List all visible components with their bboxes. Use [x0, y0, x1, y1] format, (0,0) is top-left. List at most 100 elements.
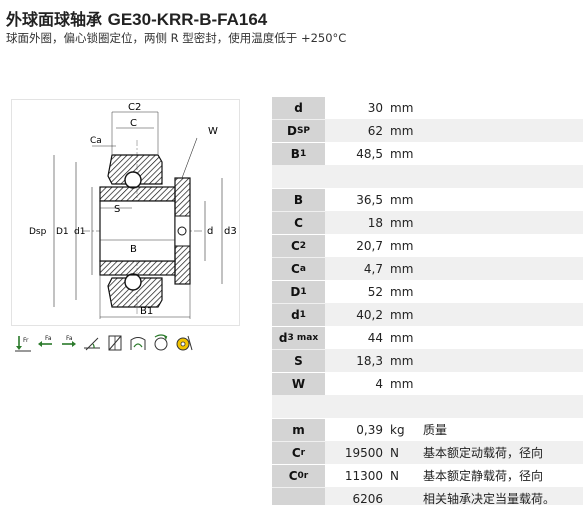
spec-row: d 30 mm — [272, 96, 583, 119]
axial-load-fa-icon: Fa — [38, 335, 52, 347]
dim-label-s: S — [114, 204, 120, 215]
spec-value: 30 — [367, 100, 383, 115]
spec-unit: mm — [390, 100, 414, 115]
dim-label-d3: d3 — [224, 226, 237, 237]
spec-unit: mm — [390, 353, 414, 368]
temperature-icon — [176, 335, 193, 351]
spec-value: 18,3 — [356, 353, 383, 368]
spec-value: 6206 — [352, 491, 383, 505]
axial-load-fa-both-icon: Fa — [62, 335, 76, 347]
lubrication-icon — [154, 334, 168, 351]
spec-row: S 18,3 mm — [272, 349, 583, 372]
spec-label: m — [272, 418, 325, 441]
spec-unit: mm — [390, 376, 414, 391]
spec-value: 36,5 — [356, 192, 383, 207]
bearing-drawing: C2 C Ca W Dsp D1 d1 S B d d3 B1 — [11, 99, 240, 326]
spec-label: S — [272, 349, 325, 372]
page-subtitle: 球面外圈，偏心锁圈定位，两侧 R 型密封，使用温度低于 +250°C — [6, 31, 347, 45]
svg-text:Fr: Fr — [23, 337, 29, 344]
spec-value: 52 — [367, 284, 383, 299]
spec-row: 6206 相关轴承决定当量载荷。 — [272, 487, 583, 505]
title-cn: 外球面球轴承 — [6, 10, 103, 29]
dim-label-ca: Ca — [90, 136, 102, 146]
misalignment-angle-icon — [84, 337, 100, 351]
spec-unit: mm — [390, 261, 414, 276]
dim-label-d: d — [207, 226, 213, 237]
dim-label-d1: d1 — [74, 227, 85, 237]
spec-row: B 36,5 mm — [272, 188, 583, 211]
dim-label-c2: C2 — [128, 102, 141, 113]
title-code: GE30-KRR-B-FA164 — [107, 10, 268, 29]
spec-note: 相关轴承决定当量载荷。 — [423, 492, 556, 505]
svg-text:Fa: Fa — [66, 335, 73, 342]
spec-unit: mm — [390, 146, 414, 161]
dim-label-D1: D1 — [56, 227, 69, 237]
bearing-cross-section-svg: C2 C Ca W Dsp D1 d1 S B d d3 B1 — [29, 102, 237, 319]
spec-group-separator — [272, 395, 583, 418]
dim-label-b1: B1 — [140, 306, 153, 317]
spec-value: 4 — [375, 376, 383, 391]
spec-unit: kg — [390, 422, 405, 437]
spec-unit: N — [390, 445, 399, 460]
spec-unit: N — [390, 468, 399, 483]
spec-unit: mm — [390, 284, 414, 299]
spec-row: W 4 mm — [272, 372, 583, 395]
spec-note: 质量 — [423, 423, 448, 437]
svg-text:Fa: Fa — [45, 335, 52, 342]
spec-group-separator — [272, 165, 583, 188]
spec-value: 62 — [367, 123, 383, 138]
spec-label: d — [272, 96, 325, 119]
spec-unit: mm — [390, 238, 414, 253]
spec-label: B — [272, 188, 325, 211]
spec-value: 40,2 — [356, 307, 383, 322]
spec-value: 0,39 — [356, 422, 383, 437]
spec-value: 19500 — [344, 445, 383, 460]
eccentric-collar-icon — [130, 337, 146, 350]
spec-row: C 18 mm — [272, 211, 583, 234]
spec-label — [272, 487, 325, 505]
spec-value: 20,7 — [356, 238, 383, 253]
dim-label-c: C — [130, 118, 137, 129]
spec-value: 18 — [367, 215, 383, 230]
seal-r-icon — [108, 335, 122, 351]
page-title: 外球面球轴承 GE30-KRR-B-FA164 — [6, 6, 267, 30]
spec-note: 基本额定静载荷，径向 — [423, 469, 544, 483]
dim-label-dsp: Dsp — [29, 227, 47, 237]
spec-note: 基本额定动载荷，径向 — [423, 446, 544, 460]
spec-label: W — [272, 372, 325, 395]
spec-unit: mm — [390, 307, 414, 322]
spec-unit: mm — [390, 192, 414, 207]
spec-value: 11300 — [344, 468, 383, 483]
spec-value: 44 — [367, 330, 383, 345]
spec-value: 48,5 — [356, 146, 383, 161]
spec-row: m 0,39 kg 质量 — [272, 418, 583, 441]
spec-value: 4,7 — [363, 261, 383, 276]
spec-unit: mm — [390, 330, 414, 345]
dim-label-w: W — [208, 126, 218, 137]
spec-unit: mm — [390, 215, 414, 230]
spec-unit: mm — [390, 123, 414, 138]
radial-load-fr-icon: Fr — [15, 336, 31, 352]
dim-label-b: B — [130, 244, 137, 255]
property-icon-row: Fr Fa Fa — [13, 333, 194, 355]
spec-label: C — [272, 211, 325, 234]
